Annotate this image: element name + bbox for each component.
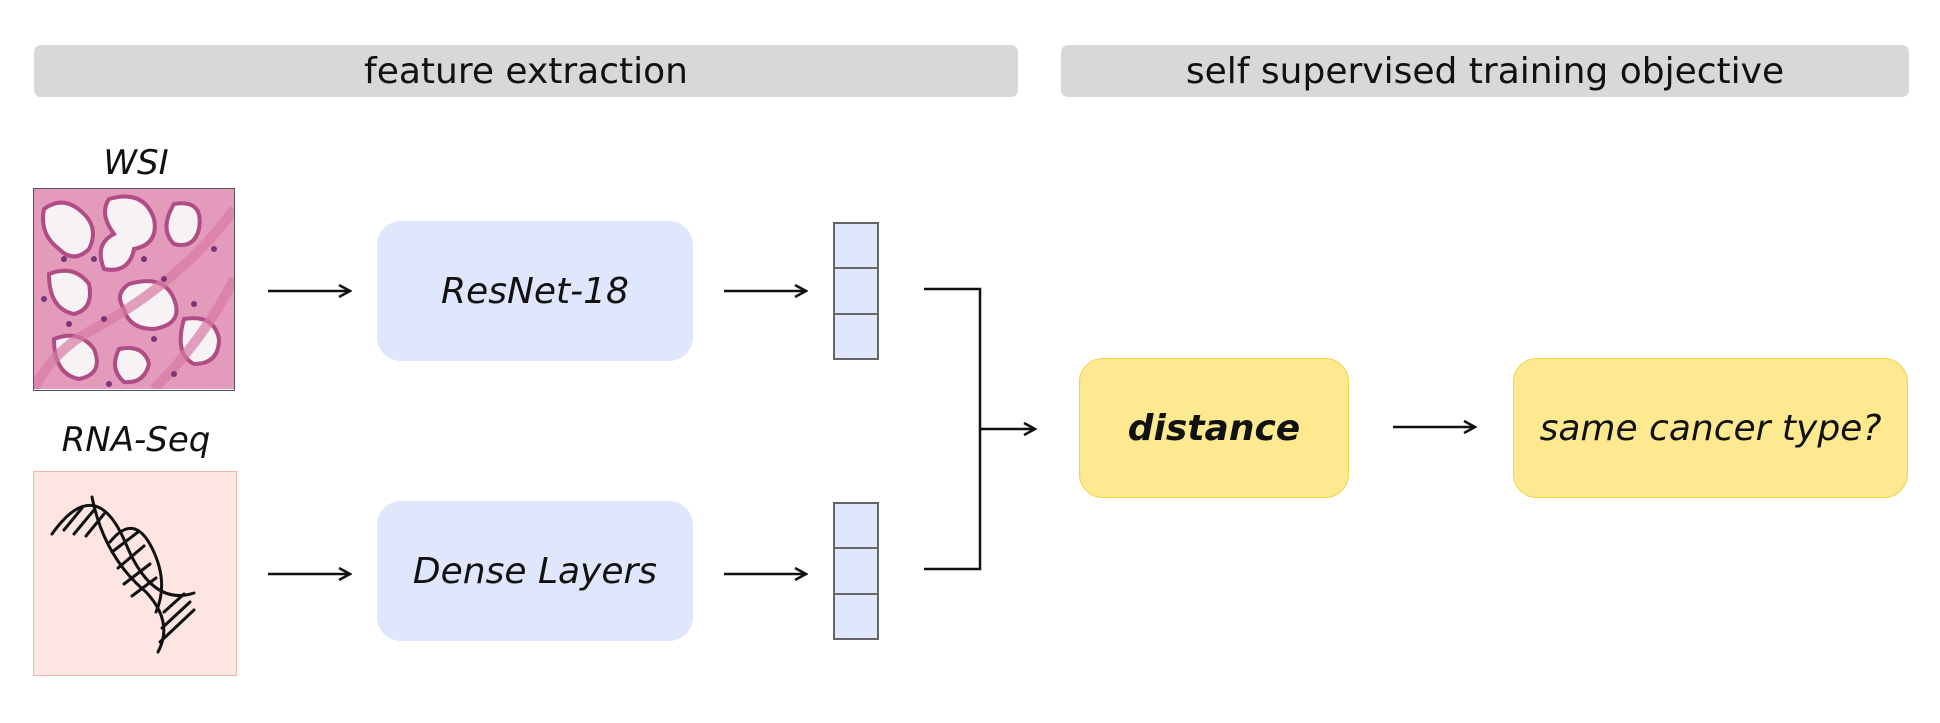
wsi-label: WSI xyxy=(103,143,169,183)
dna-helix-icon xyxy=(50,495,196,654)
vector-merge-bracket xyxy=(924,287,982,571)
rna-feature-vector xyxy=(833,502,879,640)
image-feature-vector xyxy=(833,222,879,360)
resnet-18-box: ResNet-18 xyxy=(377,221,693,361)
training-objective-header: self supervised training objective xyxy=(1061,45,1909,97)
rna-seq-image xyxy=(33,471,237,676)
dense-layers-box: Dense Layers xyxy=(377,501,693,641)
wsi-tissue-image xyxy=(33,188,235,391)
feature-extraction-header: feature extraction xyxy=(34,45,1018,97)
distance-box: distance xyxy=(1079,358,1349,498)
same-cancer-type-box: same cancer type? xyxy=(1513,358,1908,498)
rna-seq-label: RNA-Seq xyxy=(61,420,211,460)
